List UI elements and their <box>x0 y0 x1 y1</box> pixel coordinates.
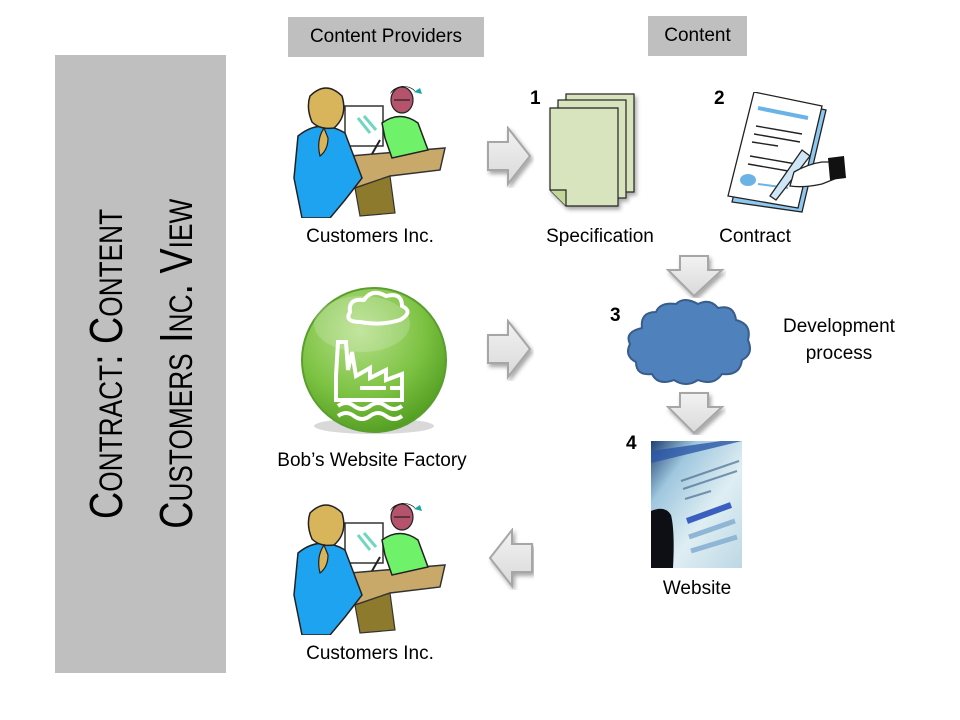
arrow-down-1 <box>666 254 726 298</box>
arrow-left-icon <box>488 528 533 589</box>
arrow-right-icon <box>487 319 532 380</box>
signed-contract-icon <box>727 92 846 213</box>
header-content-providers: Content Providers <box>288 17 484 57</box>
content-label-specification: Specification <box>546 226 654 247</box>
customers-inc-illustration-top <box>290 78 450 218</box>
development-label-line2: process <box>805 343 873 364</box>
arrow-right-1 <box>486 126 534 188</box>
factory-icon <box>301 287 447 434</box>
customers-inc-illustration-bottom <box>290 495 450 635</box>
development-process-icon <box>622 298 756 388</box>
specification-icon <box>548 92 648 214</box>
arrow-down-2 <box>666 391 726 435</box>
office-meeting-icon <box>293 503 446 635</box>
arrow-left-1 <box>486 528 534 590</box>
bobs-website-factory-logo <box>290 282 460 442</box>
step-number-2: 2 <box>714 88 725 109</box>
arrow-down-icon <box>666 392 725 435</box>
cloud-icon <box>627 299 751 385</box>
step-number-1: 1 <box>530 88 541 109</box>
title-line-1: Contract: Content <box>79 208 132 520</box>
development-label-line1: Development <box>783 316 895 337</box>
arrow-down-icon <box>666 255 725 298</box>
step-number-3: 3 <box>610 305 621 326</box>
title-banner: Contract: Content Customers Inc. View <box>55 55 226 673</box>
provider-label-customers-top: Customers Inc. <box>306 226 434 247</box>
website-image <box>651 441 742 568</box>
provider-label-customers-bottom: Customers Inc. <box>306 643 434 664</box>
arrow-right-icon <box>487 126 532 187</box>
content-label-contract: Contract <box>719 226 791 247</box>
content-label-development-process: Development process <box>766 313 912 367</box>
contract-icon <box>718 92 848 214</box>
document-stack-icon <box>549 93 635 207</box>
step-number-4: 4 <box>626 433 637 454</box>
provider-label-bobs-website-factory: Bob’s Website Factory <box>277 450 467 471</box>
title-line-2: Customers Inc. View <box>149 199 202 530</box>
content-label-website: Website <box>662 578 732 599</box>
arrow-right-2 <box>486 319 534 381</box>
website-screenshot-icon <box>651 441 742 568</box>
office-meeting-icon <box>293 86 446 218</box>
header-content: Content <box>648 16 747 56</box>
